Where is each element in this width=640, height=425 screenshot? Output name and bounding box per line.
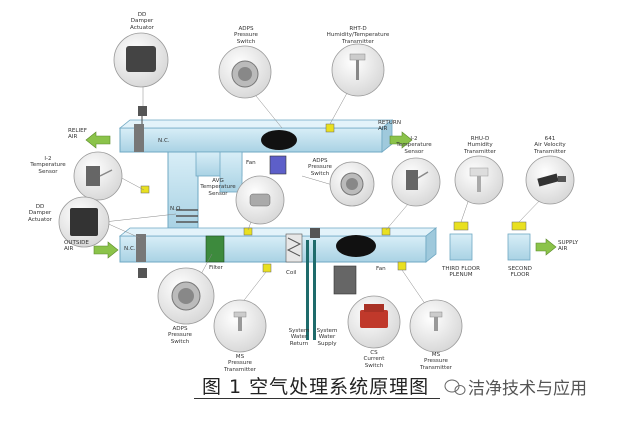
label-avg: AVG Temperature Sensor	[200, 178, 236, 197]
watermark-text: 洁净技术与应用	[468, 379, 587, 399]
label-i2-left: I-2 Temperature Sensor	[30, 156, 66, 175]
device-pictures	[70, 46, 566, 331]
relief-damper	[134, 124, 144, 152]
watermark-icon	[444, 379, 466, 395]
filter	[205, 235, 225, 263]
label-i2-right: I-2 Temperature Sensor	[396, 136, 432, 155]
label-return-air: RETURN AIR	[378, 120, 402, 133]
label-cs-switch: CS Current Switch	[363, 350, 385, 369]
relief-air-arrow	[85, 131, 111, 149]
supply-fan-motor	[333, 265, 357, 295]
label-supply-air: SUPPLY AIR	[558, 240, 579, 253]
water-return-pipe	[306, 240, 309, 340]
ms-right-sensor	[397, 261, 407, 271]
label-dd-damper-top: DD Damper Actuator	[130, 12, 154, 31]
label-adps-bottom: ADPS Pressure Switch	[168, 326, 192, 345]
label-adps-top: ADPS Pressure Switch	[234, 26, 258, 45]
label-ms-left: MS Pressure Transmitter	[224, 354, 256, 373]
label-ms-right: MS Pressure Transmitter	[420, 352, 452, 371]
return-fan	[261, 130, 297, 150]
label-adps-mid: ADPS Pressure Switch	[308, 158, 332, 177]
supply-fan	[336, 235, 376, 257]
label-third-floor: THIRD FLOOR PLENUM	[441, 266, 481, 279]
i2-right-sensor	[381, 227, 391, 236]
return-air-arrow	[389, 131, 413, 149]
label-no: N.O.	[170, 206, 182, 212]
label-air-velocity: 641 Air Velocity Transmitter	[534, 136, 566, 155]
label-coil: Coil	[286, 270, 297, 276]
i2-left-sensor	[140, 185, 150, 194]
label-nc-bottom: N.C.	[124, 246, 136, 252]
label-outside-air: OUTSIDE AIR	[64, 240, 89, 253]
avg-sensor	[243, 227, 253, 236]
label-fan-bottom: Fan	[376, 266, 386, 272]
label-system-water-return: System Water Return	[288, 328, 310, 347]
label-filter: Filter	[209, 265, 223, 271]
label-second-floor: SECOND FLOOR	[508, 266, 532, 279]
label-fan-top: Fan	[246, 160, 256, 166]
label-system-water-supply: System Water Supply	[316, 328, 338, 347]
label-nc-top: N.C.	[158, 138, 170, 144]
top-damper-actuator	[138, 106, 147, 116]
bottom-damper-actuator	[138, 268, 147, 278]
label-dd-damper-left: DD Damper Actuator	[28, 204, 52, 223]
supply-duct	[118, 227, 531, 263]
rhu-sensor	[453, 221, 469, 231]
water-supply-pipe	[313, 240, 316, 340]
label-relief-air: RELIEF AIR	[68, 128, 87, 141]
figure-caption: 图 1 空气处理系统原理图	[202, 376, 430, 398]
caption-underline	[194, 398, 440, 399]
outside-air-damper	[136, 234, 146, 262]
label-rhu-d: RHU-D Humidity Transmitter	[464, 136, 496, 155]
label-rht-d: RHT-D Humidity/Temperature Transmitter	[326, 26, 390, 45]
rht-sensor	[325, 123, 335, 133]
outside-air-arrow	[93, 241, 119, 259]
return-duct	[118, 119, 394, 153]
ms-left-sensor	[262, 263, 272, 273]
velocity-sensor	[511, 221, 527, 231]
return-fan-motor	[269, 155, 287, 175]
supply-air-arrow	[535, 238, 557, 256]
